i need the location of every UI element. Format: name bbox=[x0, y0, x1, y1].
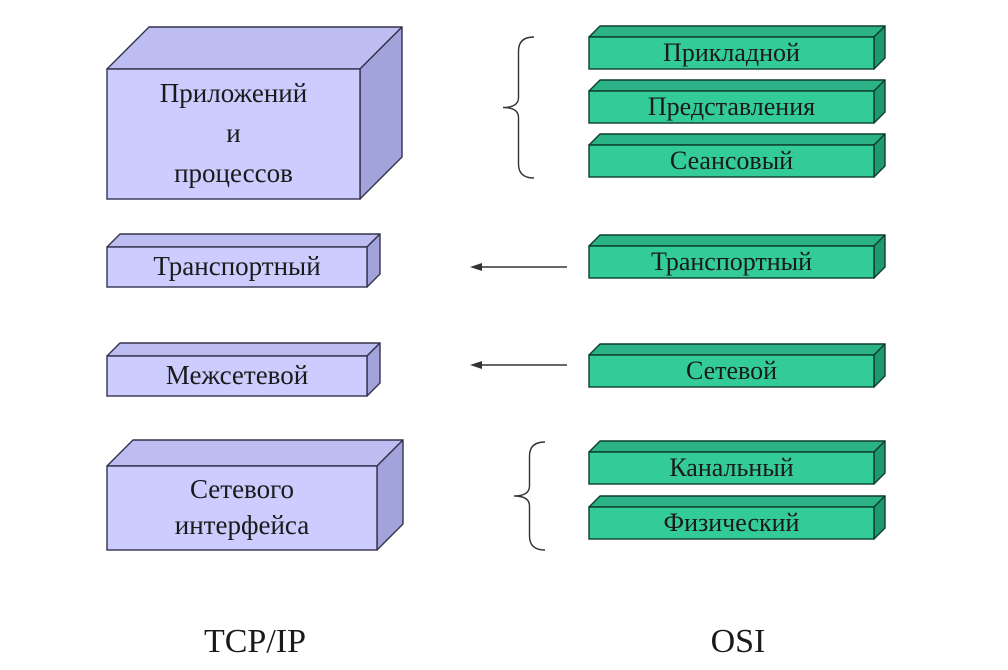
diagram-connectors bbox=[470, 36, 567, 551]
tcpip-layer-transport-label: Транспортный bbox=[153, 251, 320, 281]
osi-layer-physical: Физический bbox=[588, 495, 886, 540]
osi-layer-transport-label: Транспортный bbox=[651, 247, 812, 276]
osi-layer-presentation: Представления bbox=[588, 79, 886, 124]
tcpip-layer-application-top-face bbox=[106, 26, 403, 70]
tcpip-layer-internet: Межсетевой bbox=[106, 342, 381, 397]
osi-layer-network: Сетевой bbox=[588, 343, 886, 388]
tcpip-layer-network-interface: Сетевого интерфейса bbox=[106, 439, 404, 551]
tcpip-layer-application-label: Приложений bbox=[160, 78, 307, 108]
diagram-shapes: Приложений и процессовТранспортныйМежсетев… bbox=[106, 25, 886, 551]
osi-layer-session-front-face bbox=[588, 144, 875, 178]
osi-layer-physical-label: Физический bbox=[664, 508, 800, 537]
tcpip-layer-application-label: процессов bbox=[174, 158, 293, 188]
osi-layer-network-front-face bbox=[588, 354, 875, 388]
osi-layer-datalink-label: Канальный bbox=[669, 453, 793, 482]
tcpip-layer-internet-label: Межсетевой bbox=[166, 360, 308, 390]
tcpip-layer-transport: Транспортный bbox=[106, 233, 381, 288]
brace-upper-layers bbox=[502, 36, 535, 179]
osi-layer-datalink: Канальный bbox=[588, 440, 886, 485]
tcpip-layer-application-front-face bbox=[106, 68, 361, 200]
osi-layer-session: Сеансовый bbox=[588, 133, 886, 178]
tcpip-layer-application-label: и bbox=[226, 118, 240, 148]
tcpip-layer-internet-top-face bbox=[106, 342, 381, 357]
osi-layer-physical-front-face bbox=[588, 506, 875, 540]
tcpip-layer-transport-top-face bbox=[106, 233, 381, 248]
osi-caption: OSI bbox=[711, 623, 766, 660]
tcpip-layer-application: Приложений и процессов bbox=[106, 26, 403, 200]
osi-layer-presentation-label: Представления bbox=[648, 92, 815, 121]
arrow-transport-head-icon bbox=[470, 263, 482, 271]
osi-layer-presentation-front-face bbox=[588, 90, 875, 124]
tcpip-layer-internet-front-face bbox=[106, 355, 368, 397]
osi-layer-application-top-face bbox=[588, 25, 886, 38]
tcpip-layer-network-interface-front-face bbox=[106, 465, 378, 551]
osi-layer-transport-top-face bbox=[588, 234, 886, 247]
osi-layer-presentation-top-face bbox=[588, 79, 886, 92]
tcpip-layer-network-interface-top-face bbox=[106, 439, 404, 467]
arrow-network bbox=[470, 361, 567, 369]
tcpip-layer-transport-front-face bbox=[106, 246, 368, 288]
tcpip-caption: TCP/IP bbox=[204, 623, 306, 660]
osi-layer-physical-top-face bbox=[588, 495, 886, 508]
tcpip-layer-network-interface-label: интерфейса bbox=[175, 510, 309, 540]
arrow-transport bbox=[470, 263, 567, 271]
osi-layer-datalink-top-face bbox=[588, 440, 886, 453]
osi-layer-application-front-face bbox=[588, 36, 875, 70]
osi-layer-network-label: Сетевой bbox=[686, 356, 777, 385]
osi-layer-network-top-face bbox=[588, 343, 886, 356]
osi-layer-application: Прикладной bbox=[588, 25, 886, 70]
osi-layer-session-label: Сеансовый bbox=[670, 146, 793, 175]
osi-layer-application-label: Прикладной bbox=[663, 38, 800, 67]
arrow-network-head-icon bbox=[470, 361, 482, 369]
osi-layer-session-top-face bbox=[588, 133, 886, 146]
brace-lower-layers bbox=[513, 441, 546, 551]
osi-layer-datalink-front-face bbox=[588, 451, 875, 485]
osi-layer-transport: Транспортный bbox=[588, 234, 886, 279]
tcpip-layer-network-interface-label: Сетевого bbox=[190, 474, 294, 504]
osi-layer-transport-front-face bbox=[588, 245, 875, 279]
